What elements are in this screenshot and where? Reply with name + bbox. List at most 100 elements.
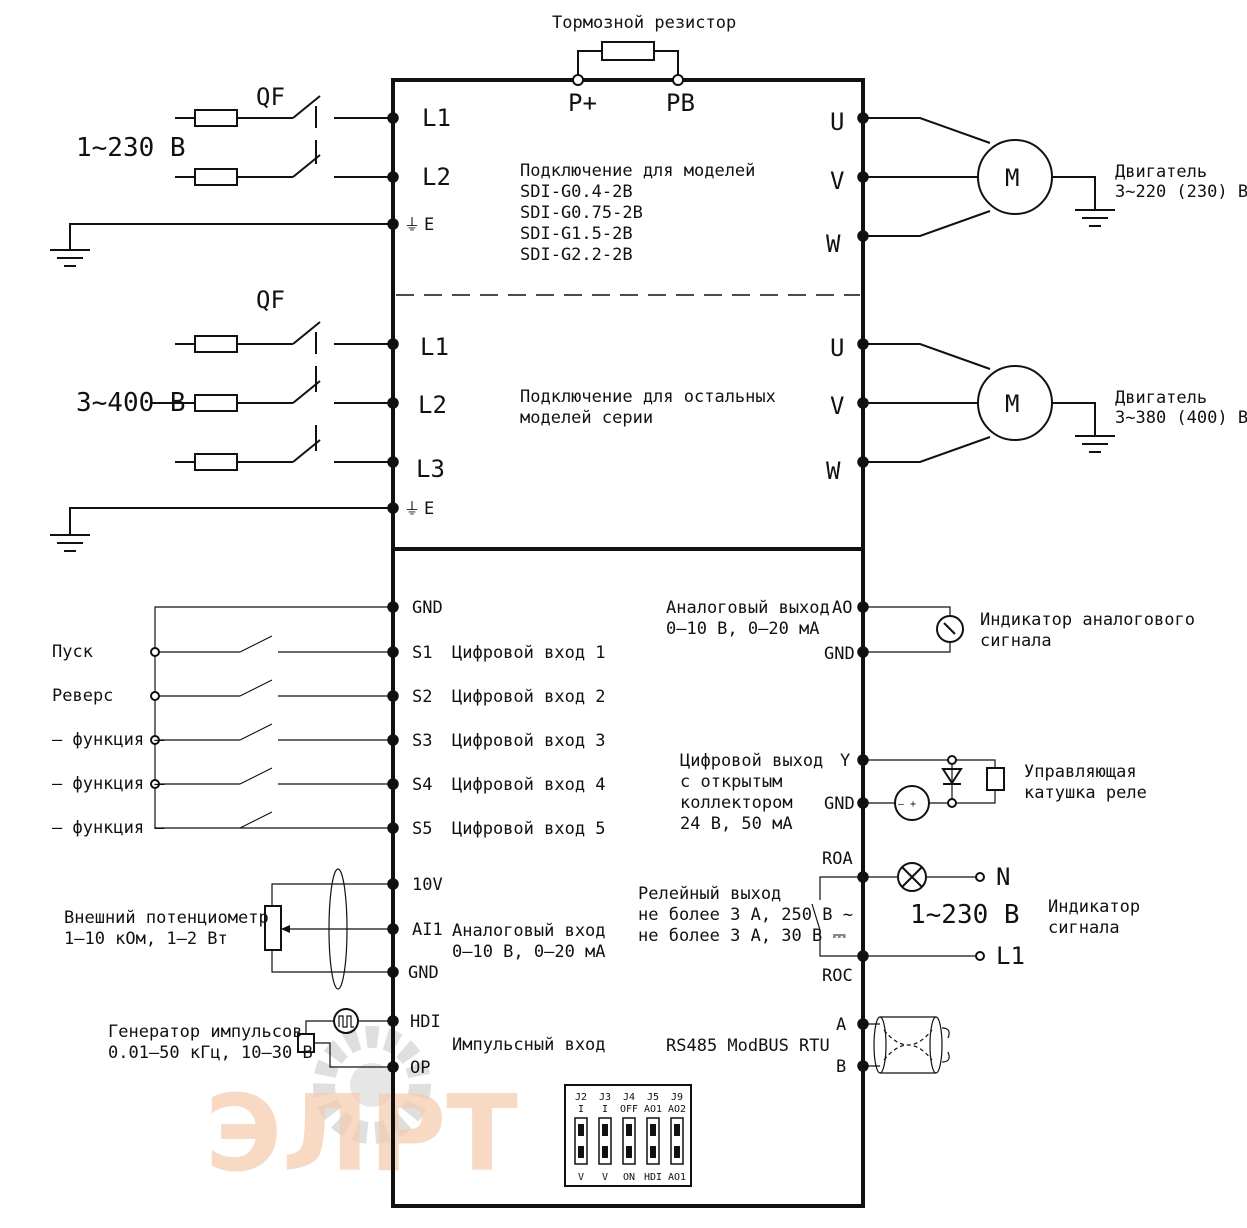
terminal-s1: S1 xyxy=(412,643,432,663)
relay-supply-label: 1~230 В xyxy=(910,900,1020,930)
relay-label-3: не более 3 А, 30 В ⎓ xyxy=(638,926,846,946)
terminal-a: A xyxy=(836,1015,846,1035)
jumper-pin-top xyxy=(626,1124,632,1136)
jumper-pin-bottom xyxy=(578,1146,584,1158)
jumper-pin-bottom xyxy=(626,1146,632,1158)
motor2-label: Двигатель xyxy=(1115,388,1207,408)
do-label-3: коллектором xyxy=(680,793,793,813)
brake-resistor: Тормозной резистор P+ PB xyxy=(552,13,736,117)
jumper-pin-top xyxy=(674,1124,680,1136)
section1-power-input: QF 1~230 В L1 L2 ⏚ E xyxy=(50,83,451,267)
motor1-symbol: M xyxy=(1005,164,1019,192)
label-func3: – функция – xyxy=(52,730,165,750)
jumper-pin-bottom xyxy=(674,1146,680,1158)
section1-models: Подключение для моделей SDI-G0.4-2B SDI-… xyxy=(520,161,755,265)
s1-terminal-u: U xyxy=(830,108,844,136)
rs485-label: RS485 ModBUS RTU xyxy=(666,1036,830,1056)
analog-input-label-1: Аналоговый вход xyxy=(452,921,606,941)
s2-terminal-e: E xyxy=(424,499,434,519)
jumper-socket xyxy=(598,1117,612,1165)
terminal-roc: ROC xyxy=(822,966,853,986)
motor1-label: Двигатель xyxy=(1115,162,1207,182)
motor2-symbol: M xyxy=(1005,390,1019,418)
analog-input-label-2: 0–10 В, 0–20 мА xyxy=(452,942,606,962)
section2-power-input: QF 3~400 В L1 L2 L3 ⏚ E xyxy=(50,286,449,552)
jumper-bottom-label: AO1 xyxy=(668,1172,686,1183)
digital-input-4: Цифровой вход 4 xyxy=(452,775,606,795)
motor2-voltage: 3~380 (400) В xyxy=(1115,408,1247,428)
signal-indicator-label-1: Индикатор xyxy=(1048,897,1140,917)
terminal-y: Y xyxy=(840,751,850,771)
terminal-s5: S5 xyxy=(412,819,432,839)
do-label-4: 24 В, 50 мА xyxy=(680,814,793,834)
generator-label-1: Генератор импульсов xyxy=(108,1022,302,1042)
jumper-bottom-label: ON xyxy=(623,1172,635,1183)
gauge-needle-icon xyxy=(943,622,956,635)
generator-label-2: 0.01–50 кГц, 10–30 В xyxy=(108,1043,313,1063)
relay-l1-label: L1 xyxy=(996,942,1025,970)
relay-coil-label-1: Управляющая xyxy=(1024,762,1137,782)
relay-n-label: N xyxy=(996,863,1010,891)
jumper-top-label: I xyxy=(602,1104,608,1115)
jumper-pin-bottom xyxy=(650,1146,656,1158)
jumper-socket xyxy=(574,1117,588,1165)
qf1-label: QF xyxy=(256,83,285,111)
analog-indicator-label-1: Индикатор аналогового xyxy=(980,610,1195,630)
terminal-ai1: AI1 xyxy=(412,920,443,940)
terminal-s3: S3 xyxy=(412,731,432,751)
digital-input-1: Цифровой вход 1 xyxy=(452,643,606,663)
do-label-1: Цифровой выход xyxy=(680,751,823,771)
digital-input-5: Цифровой вход 5 xyxy=(452,819,606,839)
twisted-pair-icon xyxy=(883,1029,933,1061)
jumper-top-label: I xyxy=(578,1104,584,1115)
terminal-op: OP xyxy=(410,1058,430,1078)
jumper-name: J9 xyxy=(671,1092,683,1103)
terminal-10v: 10V xyxy=(412,875,443,895)
terminal-pb: PB xyxy=(666,89,695,117)
ground-arrow-icon-2: ⏚ xyxy=(404,499,420,518)
jumper-name: J5 xyxy=(647,1092,659,1103)
pot-label-1: Внешний потенциометр xyxy=(64,908,269,928)
motor1-voltage: 3~220 (230) В xyxy=(1115,182,1247,202)
s2-terminal-l1: L1 xyxy=(420,333,449,361)
digital-output: Цифровой выход с открытым коллектором 24… xyxy=(680,751,1147,834)
section2-motor: U V W M Двигатель 3~380 (400) В xyxy=(826,334,1247,485)
potentiometer-arrow-icon xyxy=(281,925,290,933)
s1-terminal-e: E xyxy=(424,215,434,235)
jumper-bottom-label: HDI xyxy=(644,1172,662,1183)
terminal-gnd-ai: GND xyxy=(408,963,439,983)
label-func5: – функция – xyxy=(52,818,165,838)
digital-input-2: Цифровой вход 2 xyxy=(452,687,606,707)
do-label-2: с открытым xyxy=(680,772,782,792)
terminal-roa: ROA xyxy=(822,849,853,869)
label-start: Пуск xyxy=(52,642,93,662)
jumper-name: J2 xyxy=(575,1092,587,1103)
jumper-pin-top xyxy=(602,1124,608,1136)
brake-resistor-label: Тормозной резистор xyxy=(552,13,736,33)
s2-terminal-u: U xyxy=(830,334,844,362)
digital-inputs: Пуск Реверс – функция – – функция – – фу… xyxy=(52,598,606,839)
supply1-label: 1~230 В xyxy=(76,133,186,163)
s2-desc-line1: Подключение для остальных xyxy=(520,387,776,407)
label-func4: – функция – xyxy=(52,774,165,794)
s1-terminal-l2: L2 xyxy=(422,163,451,191)
s1-model-0: SDI-G0.4-2B xyxy=(520,182,633,202)
jumper-bottom-label: V xyxy=(578,1172,584,1183)
s2-desc-line2: моделей серии xyxy=(520,408,653,428)
s1-model-2: SDI-G1.5-2B xyxy=(520,224,633,244)
jumper-socket xyxy=(646,1117,660,1165)
terminal-s2: S2 xyxy=(412,687,432,707)
pulse-wave-icon xyxy=(338,1015,354,1028)
digital-input-3: Цифровой вход 3 xyxy=(452,731,606,751)
s1-terminal-w: W xyxy=(826,230,841,258)
s2-terminal-v: V xyxy=(830,392,844,420)
s1-terminal-v: V xyxy=(830,167,844,195)
analog-input: 10V AI1 GND Внешний потенциометр 1–10 кО… xyxy=(64,868,606,990)
jumper-top-label: AO1 xyxy=(644,1104,662,1115)
jumper-top-label: OFF xyxy=(620,1104,638,1115)
terminal-gnd-do: GND xyxy=(824,794,855,814)
rs485: A B RS485 ModBUS RTU xyxy=(666,1015,950,1077)
section2-description: Подключение для остальных моделей серии xyxy=(520,387,776,428)
qf2-label: QF xyxy=(256,286,285,314)
